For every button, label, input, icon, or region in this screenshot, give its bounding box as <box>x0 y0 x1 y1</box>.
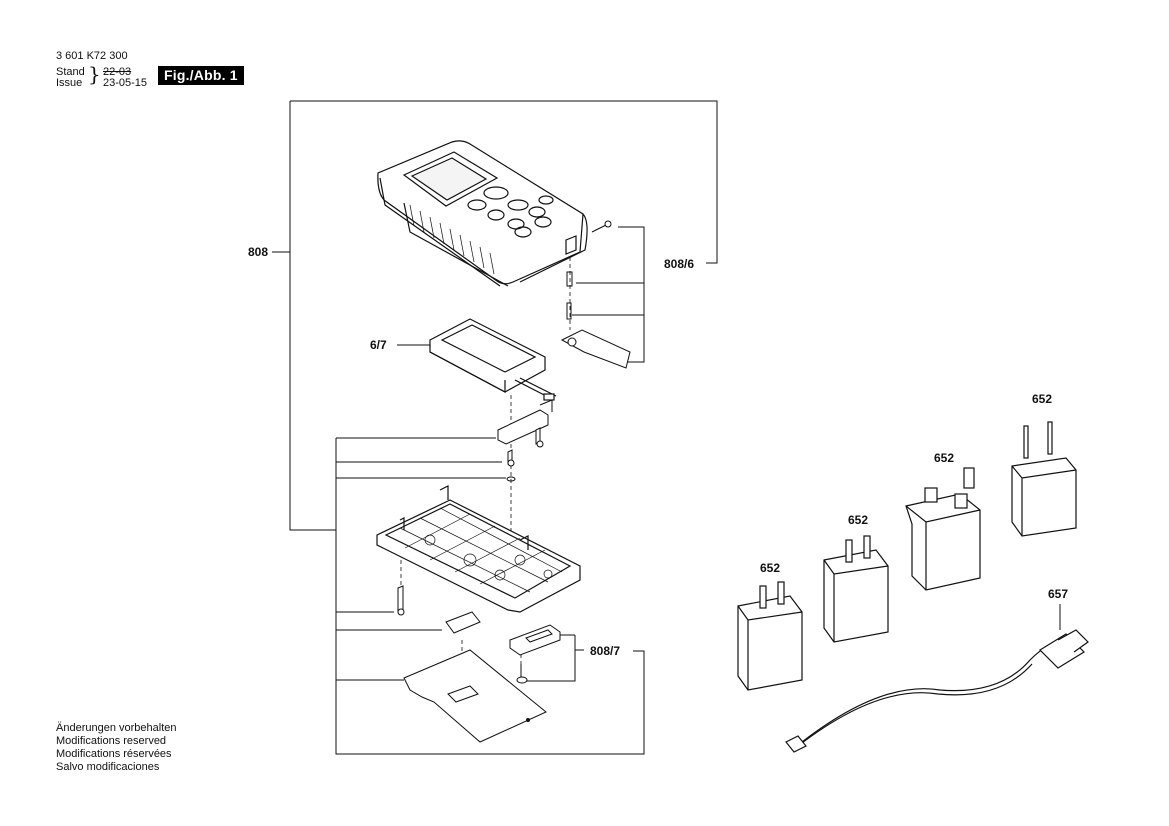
long-screw <box>397 585 405 616</box>
leader-808-6-pin2 <box>572 283 645 316</box>
laser-measure-device <box>377 140 588 287</box>
label-652-c: 652 <box>934 451 955 465</box>
label-6-7: 6/7 <box>370 338 387 352</box>
charger-652-a <box>737 581 803 691</box>
charger-652-c <box>905 467 981 591</box>
footer-line-fr: Modifications réservées <box>56 748 172 760</box>
leader-808-6-screw <box>618 226 645 255</box>
battery-pack <box>429 318 557 401</box>
small-screws <box>506 427 544 482</box>
screw-top <box>591 220 612 233</box>
label-plate <box>445 611 481 634</box>
leader-808-6-clip <box>626 315 645 363</box>
label-808-7: 808/7 <box>590 644 621 658</box>
bracket-808 <box>289 101 336 531</box>
figure-label: Fig./Abb. 1 <box>158 66 244 85</box>
footer-line-es: Salvo modificaciones <box>56 761 160 773</box>
part-number: 3 601 K72 300 <box>56 50 128 62</box>
stand-value: 22-03 <box>103 66 132 78</box>
issue-label: Issue <box>56 77 83 89</box>
stand-label: Stand <box>56 66 85 78</box>
bracket-lower <box>335 438 645 755</box>
label-652-d: 652 <box>1032 392 1053 406</box>
charger-652-b <box>823 535 889 643</box>
footer-line-en: Modifications reserved <box>56 735 167 747</box>
base-housing <box>376 485 581 613</box>
clip <box>560 329 631 369</box>
issue-value: 23-05-15 <box>103 77 148 89</box>
brace-glyph: } <box>88 62 101 86</box>
contact-bracket <box>497 399 553 445</box>
pin-2 <box>566 302 572 320</box>
cover-sheet <box>403 649 547 743</box>
charger-652-d <box>1011 421 1077 537</box>
label-652-b: 652 <box>848 513 869 527</box>
label-652-a: 652 <box>760 561 781 575</box>
bracket-808-6 <box>290 100 718 264</box>
latch-screw <box>516 664 528 684</box>
label-657: 657 <box>1048 587 1069 601</box>
cable-657 <box>785 629 1089 753</box>
cover-window <box>447 685 479 703</box>
latch <box>509 624 561 656</box>
pin-1 <box>566 271 573 287</box>
footer-line-de: Änderungen vorbehalten <box>56 722 177 734</box>
label-808-6: 808/6 <box>664 257 695 271</box>
label-808: 808 <box>248 245 269 259</box>
leader-808-6-pin1 <box>576 255 645 284</box>
